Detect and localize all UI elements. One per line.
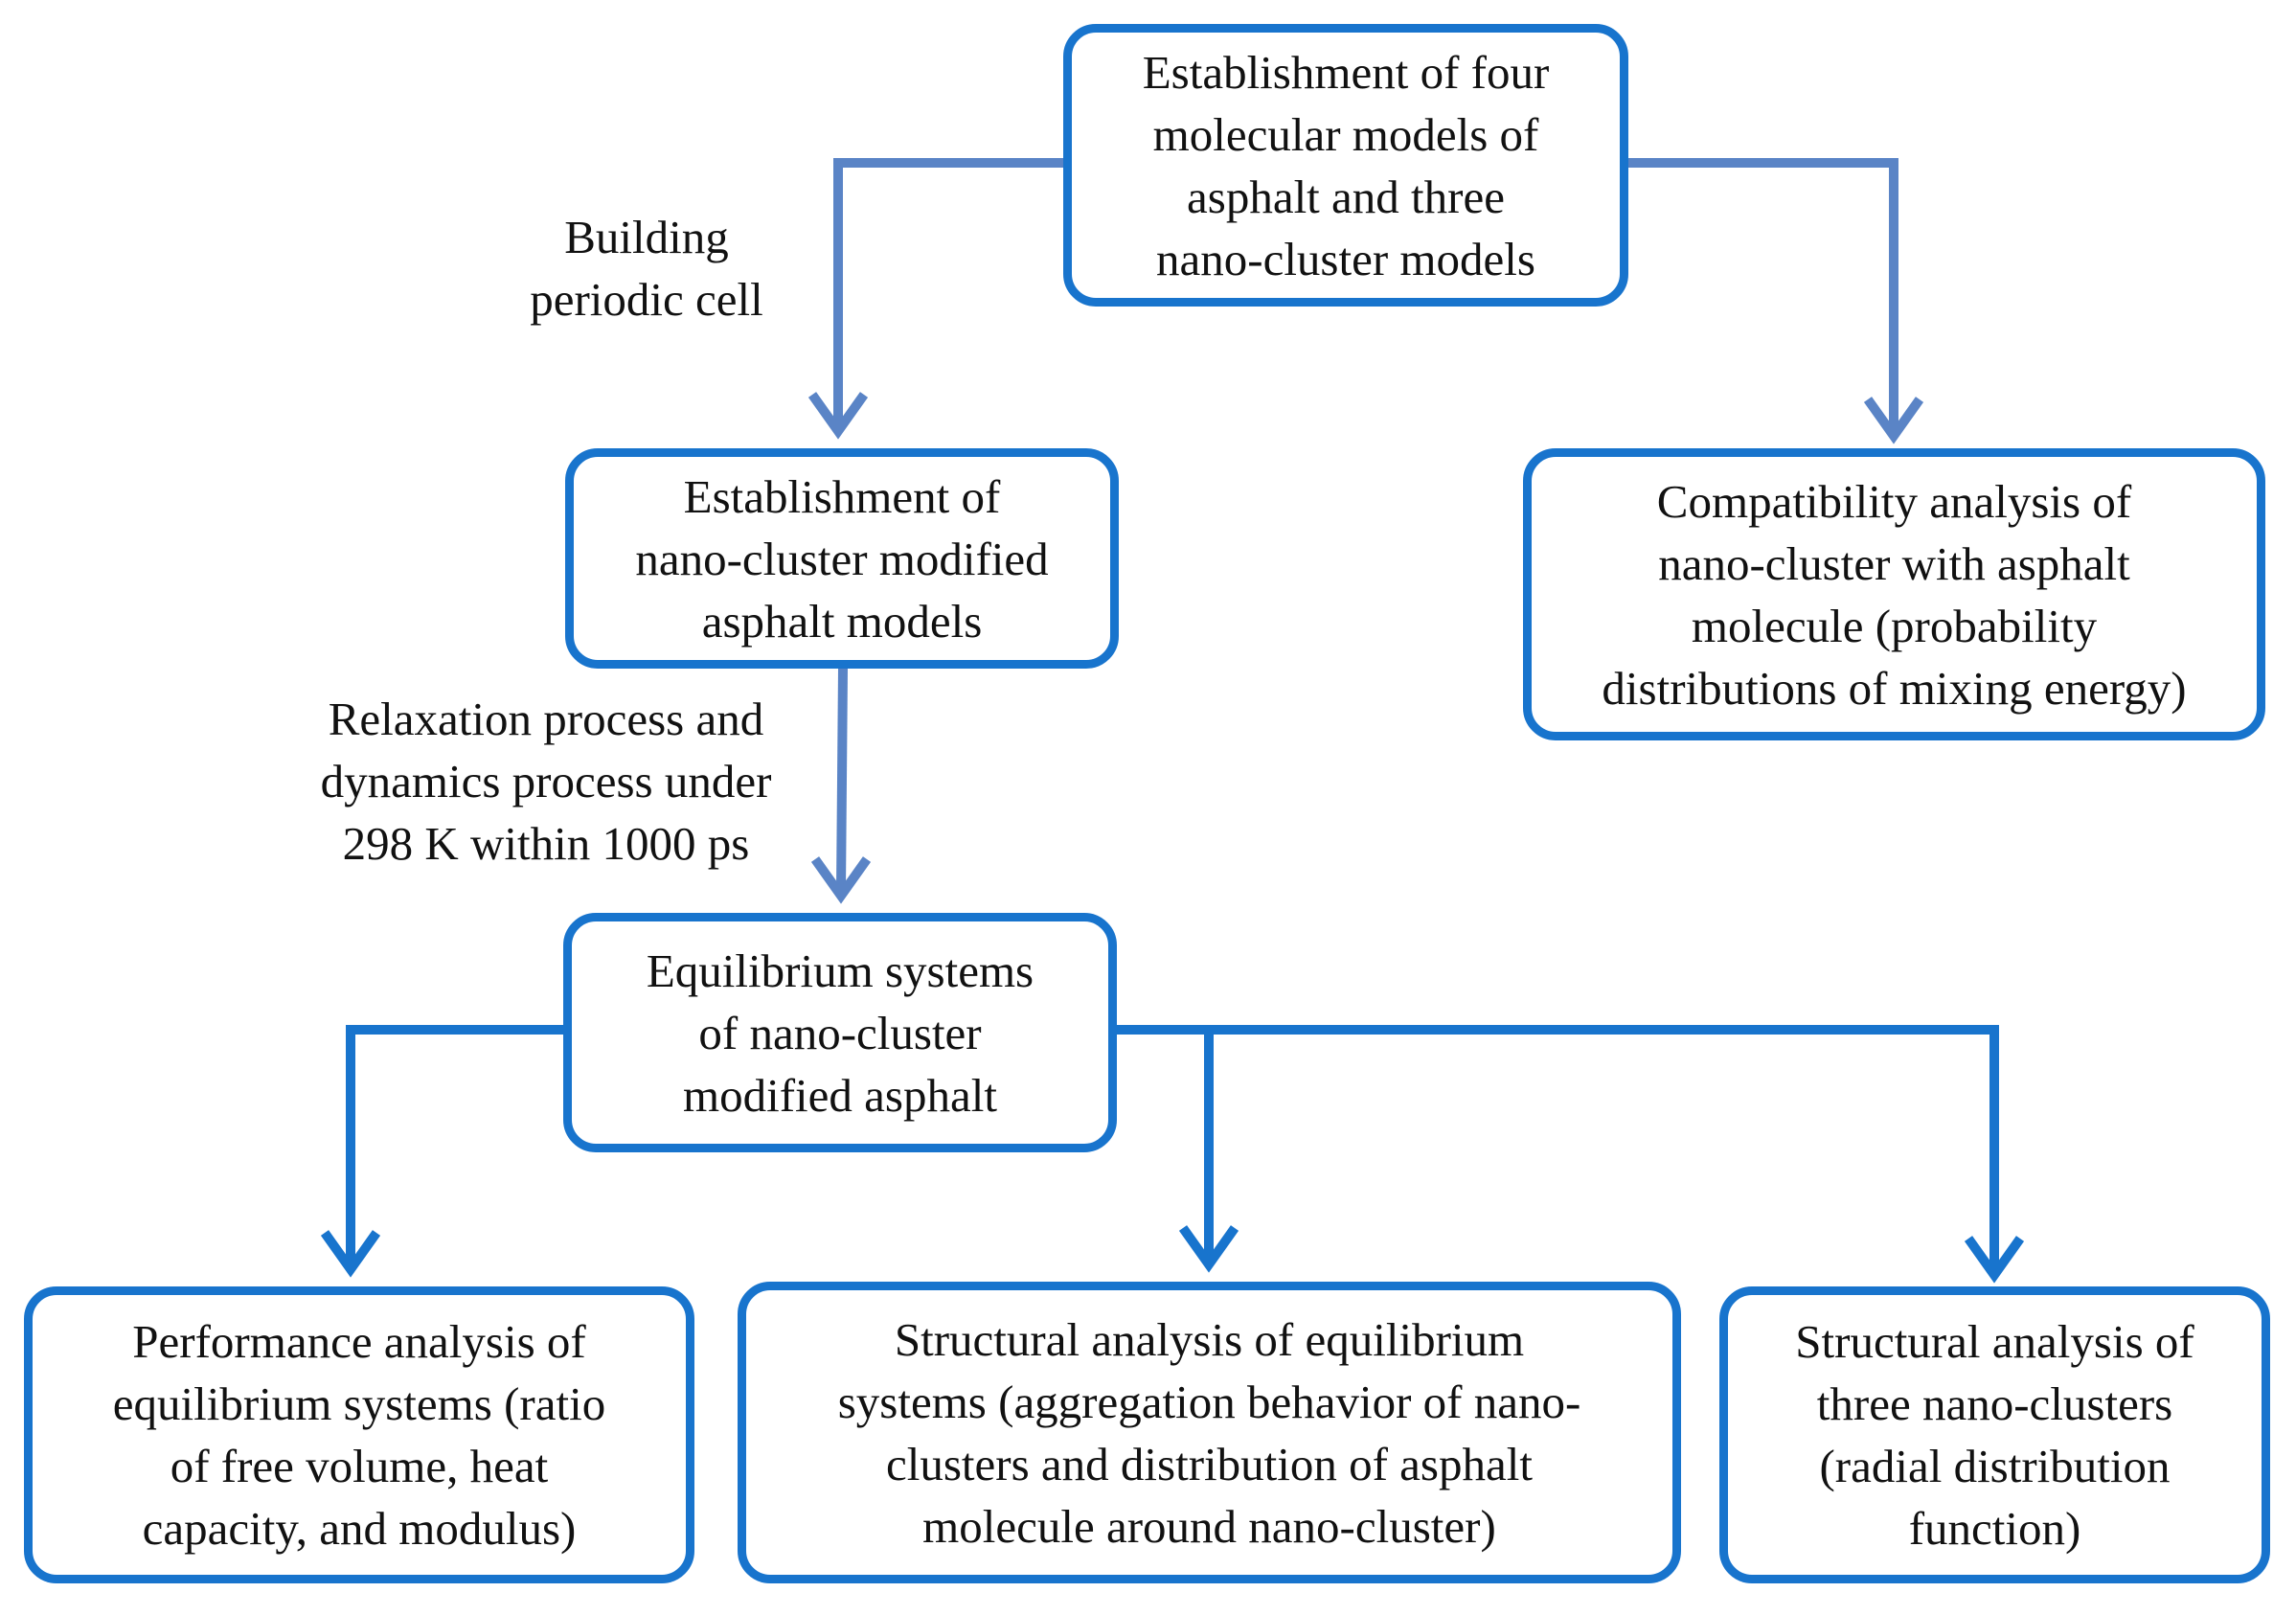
node-structural-analysis-clusters-text: Structural analysis of three nano-cluste… <box>1795 1315 2194 1555</box>
node-establish-molecular-models-text: Establishment of four molecular models o… <box>1142 45 1550 285</box>
node-compatibility-analysis: Compatibility analysis of nano-cluster w… <box>1523 448 2265 740</box>
node-structural-analysis-clusters: Structural analysis of three nano-cluste… <box>1719 1286 2270 1583</box>
arrow-equilibrium-to-performance <box>346 1025 565 1264</box>
node-establish-molecular-models: Establishment of four molecular models o… <box>1063 24 1628 307</box>
node-structural-analysis-equilibrium-text: Structural analysis of equilibrium syste… <box>837 1312 1581 1553</box>
edge-label-relaxation-process: Relaxation process and dynamics process … <box>320 693 772 870</box>
node-compatibility-analysis-text: Compatibility analysis of nano-cluster w… <box>1602 474 2187 715</box>
arrowhead-modified-models <box>807 392 869 440</box>
arrowhead-structural-equilibrium <box>1178 1225 1239 1273</box>
arrow-modified-to-equilibrium <box>836 668 848 892</box>
arrowhead-compatibility <box>1863 397 1924 444</box>
node-modified-asphalt-models-text: Establishment of nano-cluster modified a… <box>635 469 1049 648</box>
node-performance-analysis: Performance analysis of equilibrium syst… <box>24 1286 694 1583</box>
node-modified-asphalt-models: Establishment of nano-cluster modified a… <box>565 448 1119 669</box>
arrowhead-performance <box>320 1230 381 1278</box>
arrow-top-to-compatibility <box>1625 158 1898 431</box>
arrow-equilibrium-horizontal-branch <box>1116 1025 1999 1269</box>
arrowhead-equilibrium <box>810 856 872 904</box>
arrow-top-to-modified-models <box>833 158 1063 426</box>
node-structural-analysis-equilibrium: Structural analysis of equilibrium syste… <box>738 1282 1681 1583</box>
node-performance-analysis-text: Performance analysis of equilibrium syst… <box>112 1315 606 1555</box>
node-equilibrium-systems: Equilibrium systems of nano-cluster modi… <box>563 913 1117 1152</box>
arrowhead-structural-clusters <box>1964 1236 2025 1284</box>
edge-label-building-periodic-cell: Building periodic cell <box>530 211 763 326</box>
node-equilibrium-systems-text: Equilibrium systems of nano-cluster modi… <box>646 944 1034 1122</box>
